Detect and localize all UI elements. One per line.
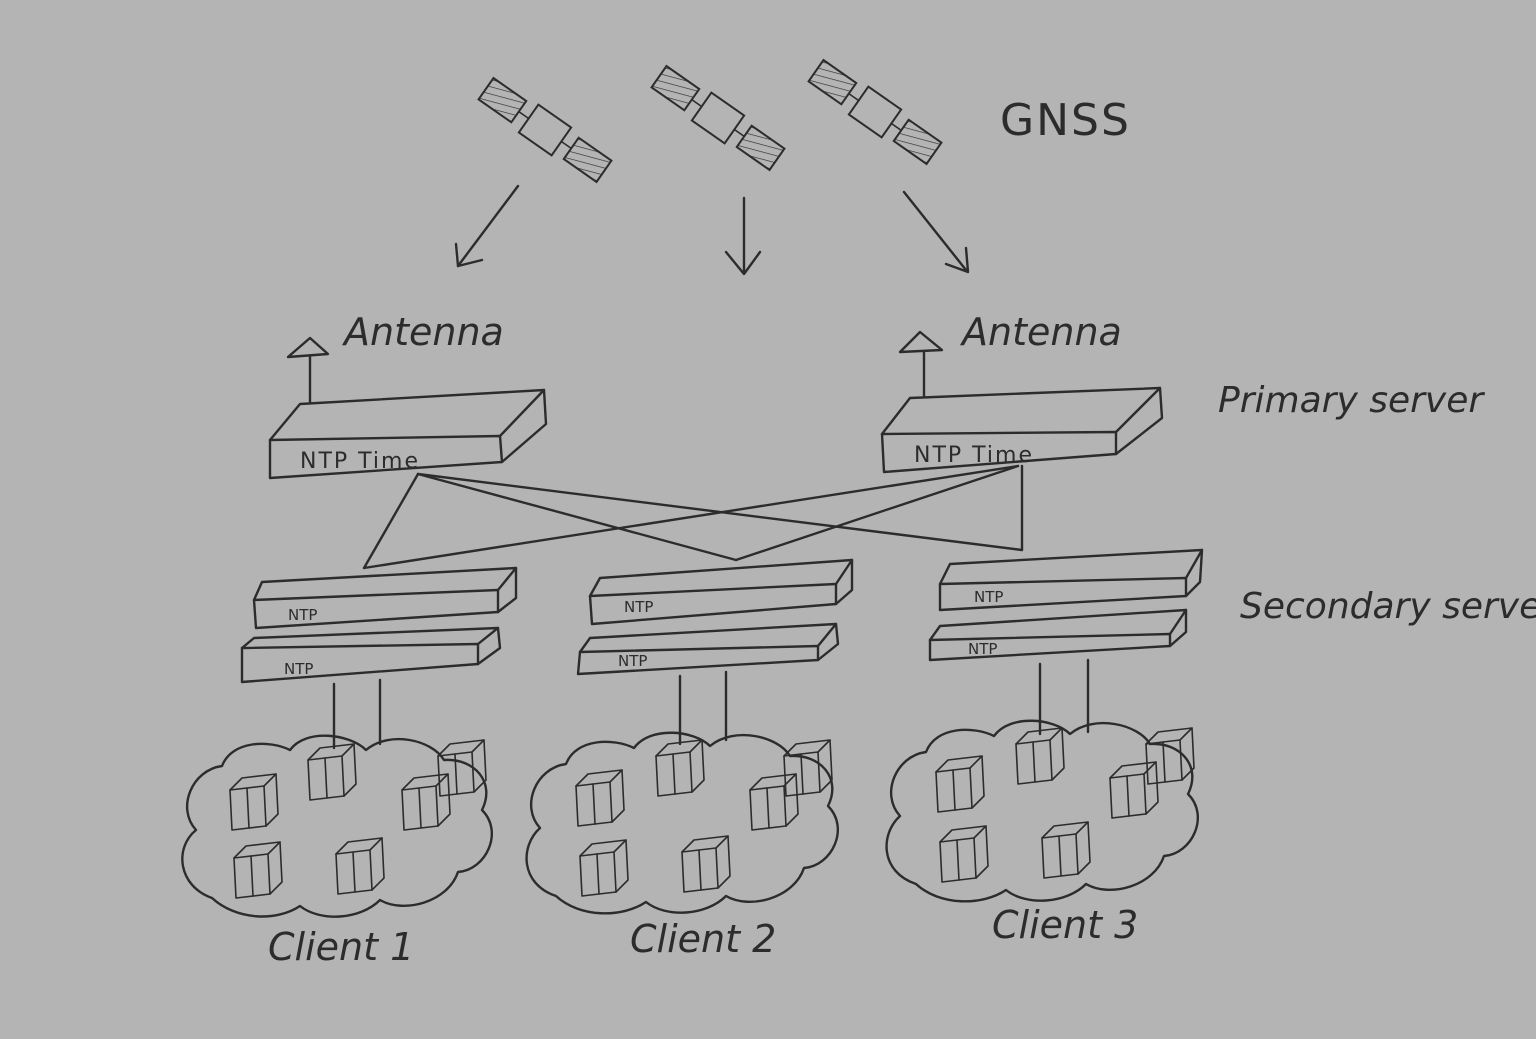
primary-server-left: NTP Time xyxy=(268,388,548,480)
computer-icon xyxy=(749,773,799,831)
arrow-icon xyxy=(724,196,762,276)
antenna-right-label: Antenna xyxy=(959,310,1122,354)
computer-icon xyxy=(233,841,283,899)
client-2-cloud xyxy=(525,731,839,915)
secondary-server-1-top-label: NTP xyxy=(288,606,317,624)
cloud-icon xyxy=(525,731,839,915)
satellite-icon xyxy=(475,73,615,187)
antenna-icon xyxy=(898,330,944,398)
computer-icon xyxy=(1015,727,1065,785)
computer-icon xyxy=(401,773,451,831)
computer-icon xyxy=(437,739,487,797)
primary-server-right-label: NTP Time xyxy=(914,443,1034,468)
computer-icon xyxy=(575,769,625,827)
secondary-server-3: NTP NTP xyxy=(928,548,1204,662)
secondary-server-3-top-label: NTP xyxy=(974,588,1003,606)
computer-icon xyxy=(229,773,279,831)
client-2-label: Client 2 xyxy=(630,917,776,961)
antenna-icon xyxy=(286,336,330,404)
computer-icon xyxy=(1041,821,1091,879)
computer-icon xyxy=(579,839,629,897)
cloud-icon xyxy=(885,719,1199,903)
client-1-label: Client 1 xyxy=(268,925,414,969)
satellite-icon xyxy=(648,61,788,175)
primary-server-label: Primary server xyxy=(1218,380,1485,421)
secondary-server-1-bottom-label: NTP xyxy=(284,660,313,678)
client-3-cloud xyxy=(885,719,1199,903)
primary-server-left-label: NTP Time xyxy=(300,449,420,474)
secondary-server-2-bottom-label: NTP xyxy=(618,652,647,670)
computer-icon xyxy=(307,743,357,801)
primary-server-right: NTP Time xyxy=(880,386,1164,474)
computer-icon xyxy=(935,755,985,813)
computer-icon xyxy=(335,837,385,895)
secondary-server-2-top-label: NTP xyxy=(624,598,653,616)
client-links xyxy=(332,658,1090,750)
arrow-icon xyxy=(454,184,520,268)
cloud-icon xyxy=(181,734,493,918)
computer-icon xyxy=(655,739,705,797)
client-1-cloud xyxy=(181,734,493,918)
computer-icon xyxy=(681,835,731,893)
satellite-icon xyxy=(805,55,945,169)
secondary-server-label: Secondary server xyxy=(1240,586,1536,627)
antenna-left-label: Antenna xyxy=(341,310,504,354)
secondary-server-1: NTP NTP xyxy=(240,566,518,684)
computer-icon xyxy=(939,825,989,883)
computer-icon xyxy=(1145,727,1195,785)
connection-lines xyxy=(362,464,1024,570)
secondary-server-2: NTP NTP xyxy=(576,558,854,676)
arrow-icon xyxy=(902,190,970,274)
gnss-label: GNSS xyxy=(1000,95,1131,146)
client-3-label: Client 3 xyxy=(992,903,1138,947)
computer-icon xyxy=(1109,761,1159,819)
secondary-server-3-bottom-label: NTP xyxy=(968,640,997,658)
